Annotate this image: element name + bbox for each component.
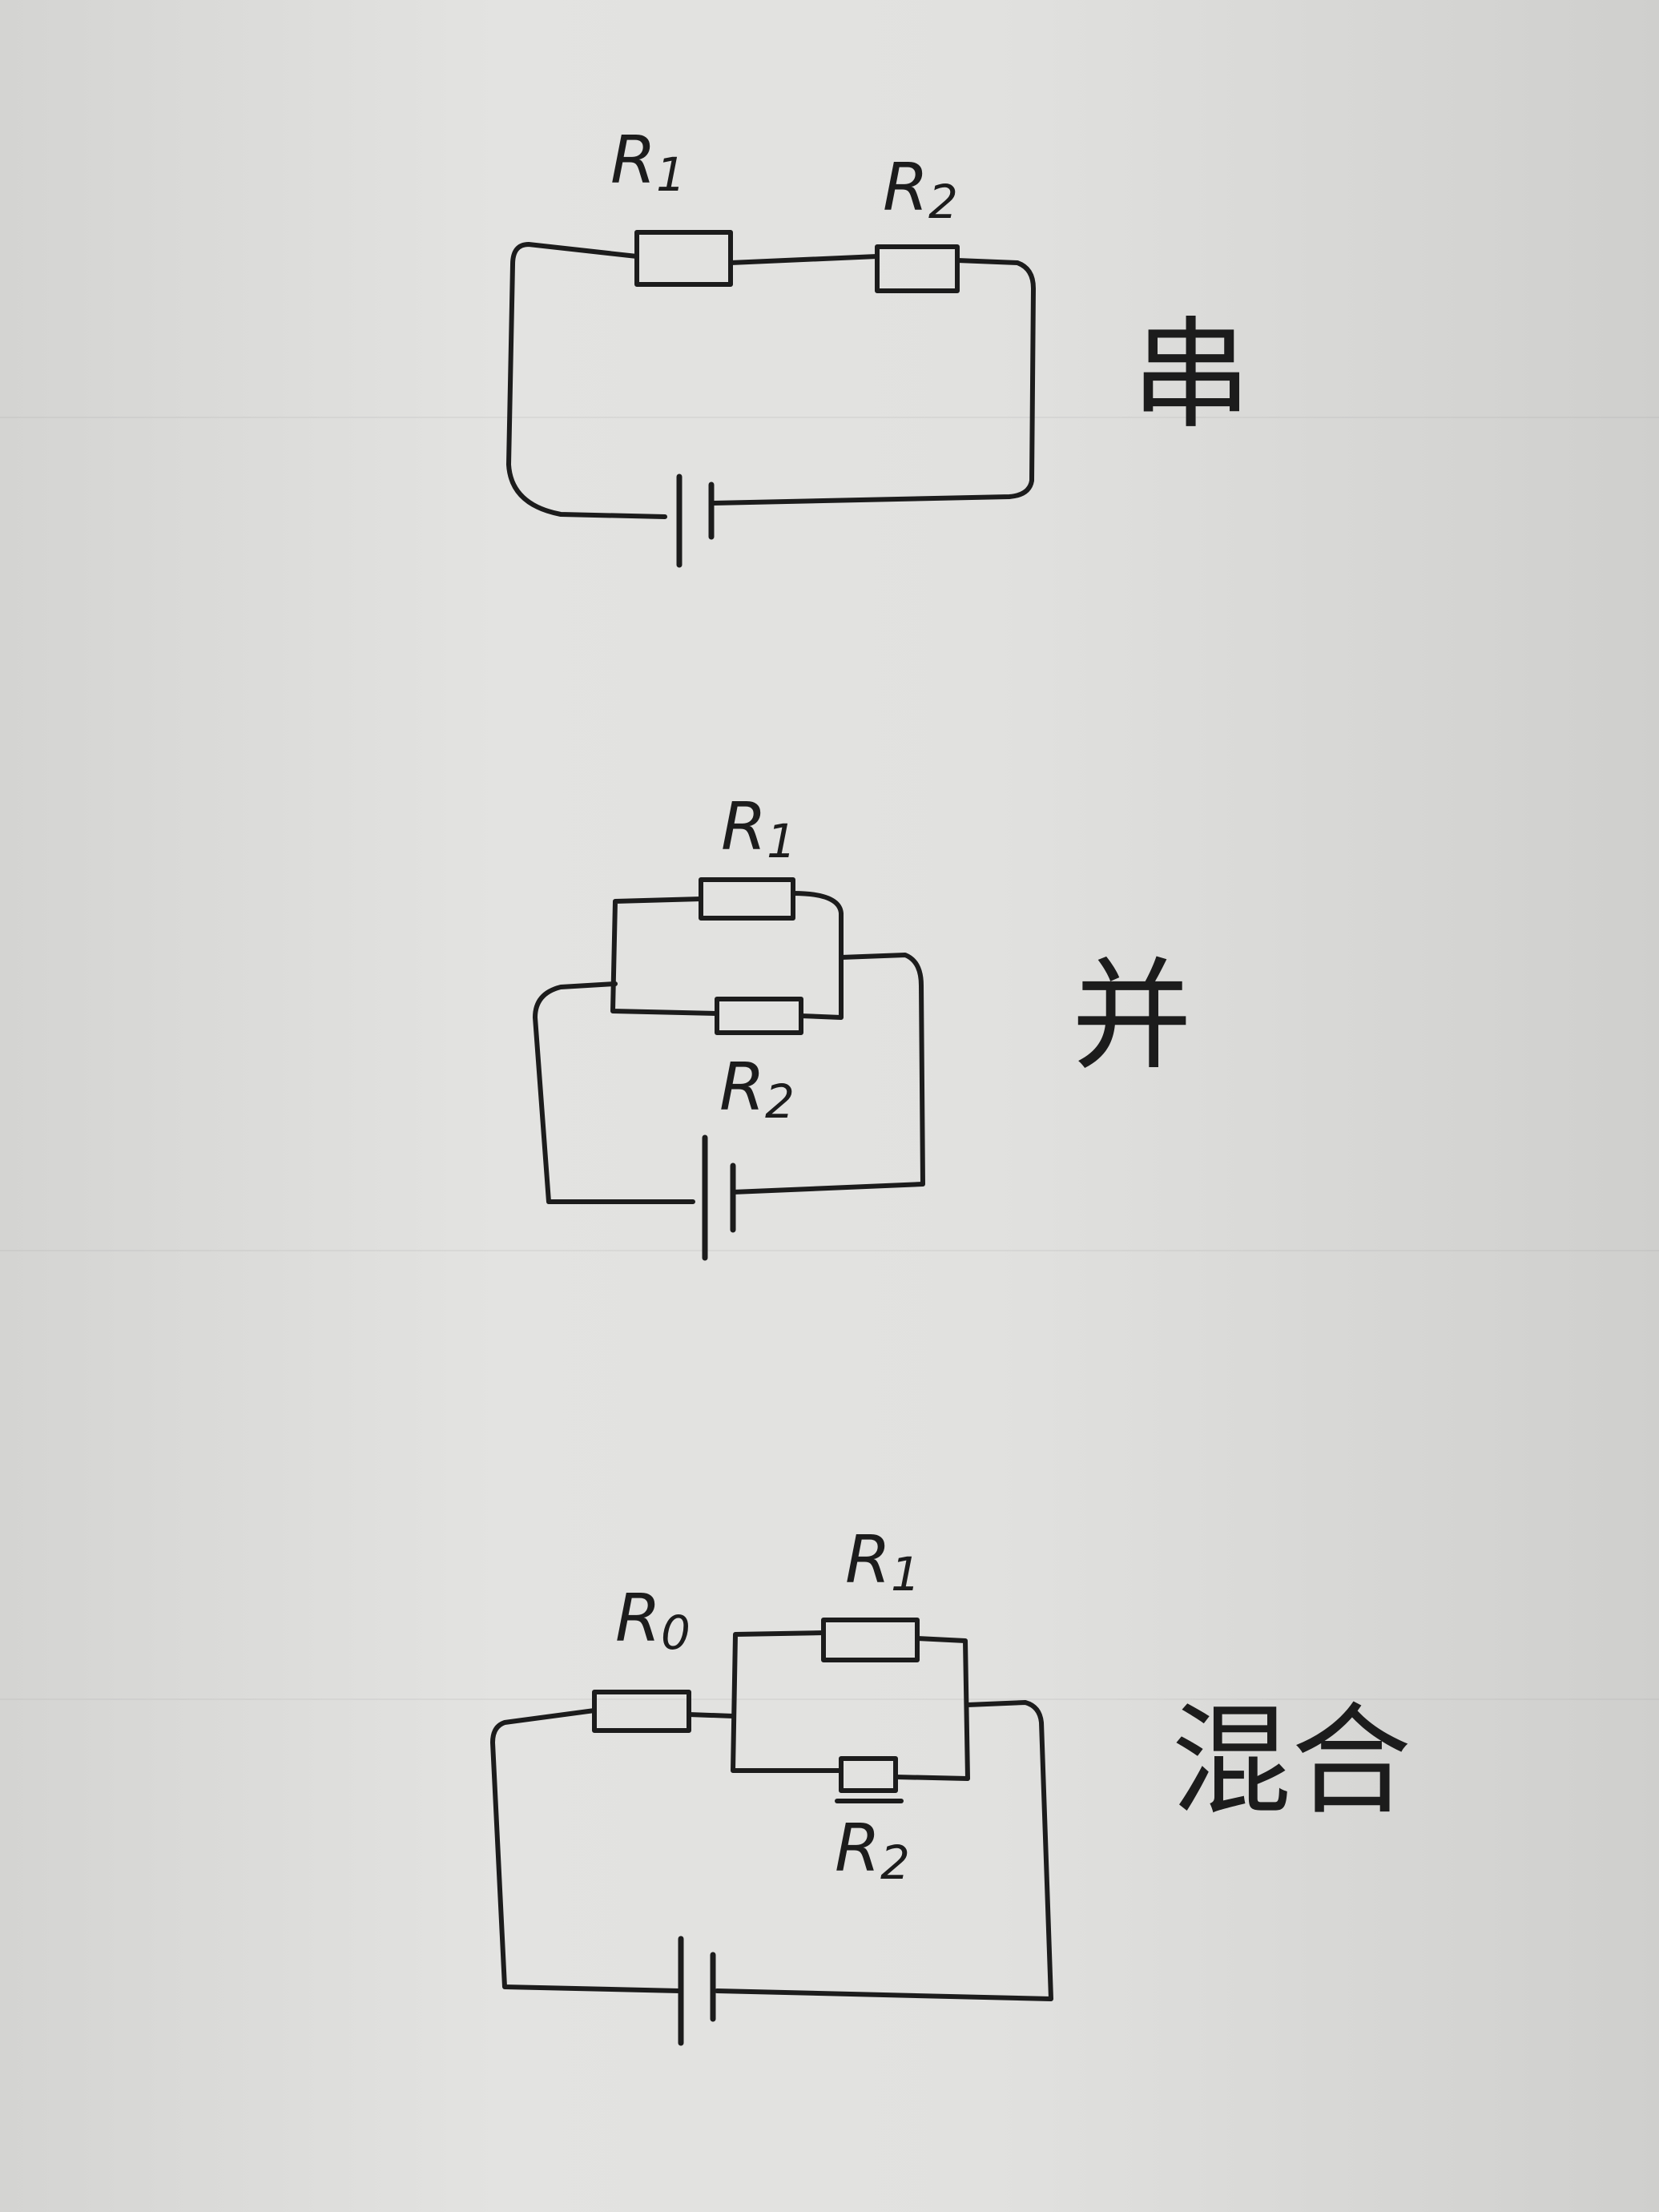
faint-rule [0, 417, 1659, 418]
mixed-wire-right [715, 1700, 1053, 2001]
parallel-type-label: 并 [1072, 947, 1192, 1086]
series-wire-mid [728, 254, 880, 265]
mixed-circuit: R0 R1 R2 混合 [490, 1522, 1411, 2046]
parallel-resistor-r1 [699, 877, 795, 921]
parallel-branch-loop [610, 896, 719, 1016]
mixed-wire-left [490, 1708, 682, 1993]
mixed-wire-r0-junction [687, 1712, 735, 1718]
mixed-branch-top [731, 1630, 844, 1773]
parallel-wire-right [731, 953, 925, 1195]
parallel-resistor-r2 [715, 997, 803, 1035]
faint-rule [0, 1250, 1659, 1251]
series-circuit: R1 R2 串 [506, 123, 1251, 568]
mixed-resistor-r2 [839, 1756, 898, 1793]
series-wire-right [711, 258, 1036, 506]
parallel-r2-label: R2 [719, 1050, 795, 1129]
series-wire-left [506, 242, 667, 519]
parallel-circuit: R1 R2 并 [533, 789, 1192, 1261]
parallel-branch-right [791, 891, 844, 1020]
mixed-type-label: 混合 [1171, 1692, 1411, 1831]
series-r2-label: R2 [883, 150, 958, 229]
parallel-wire-left [533, 981, 695, 1204]
series-resistor-r2 [875, 244, 960, 293]
series-type-label: 串 [1131, 306, 1251, 445]
mixed-r2-label: R2 [835, 1811, 910, 1890]
mixed-branch-right [893, 1636, 970, 1781]
parallel-r1-label: R1 [721, 789, 796, 868]
mixed-resistor-r0 [592, 1690, 691, 1733]
mixed-r1-label: R1 [845, 1522, 920, 1602]
mixed-resistor-r1 [821, 1618, 920, 1662]
series-r1-label: R1 [610, 123, 686, 202]
mixed-r0-label: R0 [615, 1581, 691, 1660]
faint-rule [0, 1698, 1659, 1700]
series-resistor-r1 [634, 230, 733, 287]
